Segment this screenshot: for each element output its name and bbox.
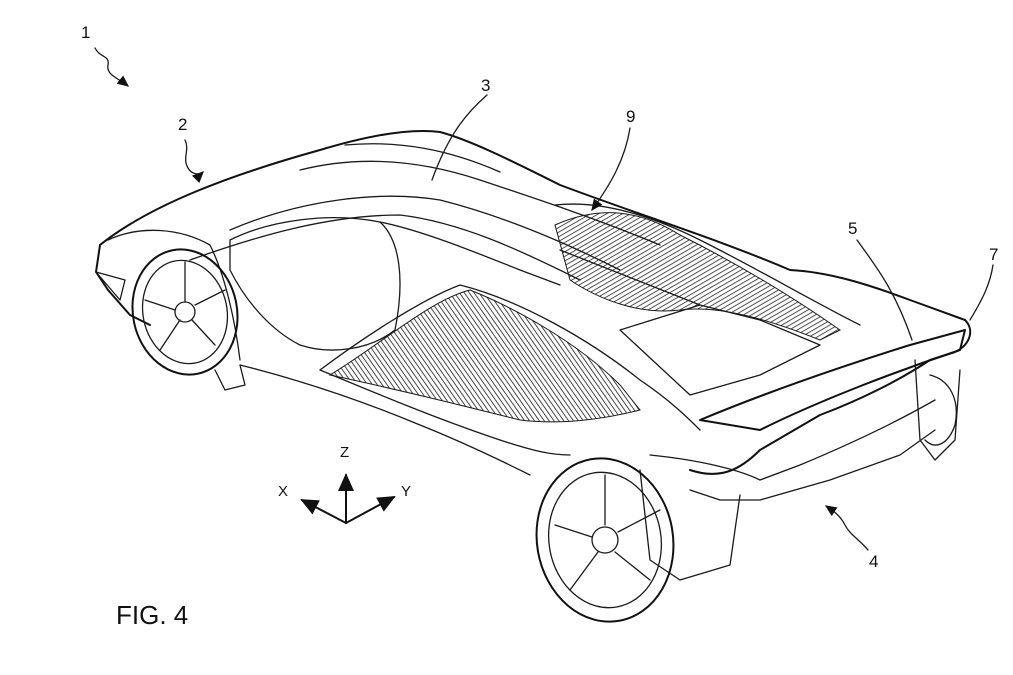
rear-wheel (535, 457, 675, 623)
ref-numeral-7: 7 (989, 245, 999, 264)
side-intake-hatch (328, 289, 641, 423)
leader-3 (431, 94, 488, 181)
front-strake (214, 364, 246, 391)
rear-diffuser (689, 429, 936, 501)
y-axis (345, 496, 396, 524)
canopy-frame (379, 221, 561, 286)
leader-4 (824, 505, 869, 551)
axis-label-z: Z (340, 444, 350, 461)
leader-7 (969, 264, 994, 321)
leader-2 (184, 139, 204, 184)
ref-numeral-5: 5 (848, 219, 858, 238)
ref-numeral-1: 1 (81, 23, 91, 42)
rear-wing (699, 329, 966, 431)
sidepod-lower (319, 369, 571, 456)
body-roof-line-2 (344, 143, 501, 173)
front-wheel (131, 248, 239, 376)
body-front-nose (95, 244, 151, 326)
leader-lines (94, 47, 994, 551)
ref-numeral-3: 3 (481, 76, 491, 95)
leader-5 (856, 239, 913, 341)
rear-fin-left (639, 469, 741, 581)
front-fender (107, 229, 241, 361)
rear-right-wheel (924, 374, 957, 446)
body-upper-silhouette (99, 129, 972, 475)
figure-label: FIG. 4 (116, 600, 189, 630)
axis-label-y: Y (401, 483, 412, 500)
ref-numeral-9: 9 (626, 107, 636, 126)
x-axis (300, 499, 347, 524)
leader-9 (591, 127, 631, 212)
body-side-line-1 (189, 214, 581, 281)
intake-hatching (328, 212, 841, 423)
rear-wing-lower (649, 399, 936, 481)
rear-intake-hatch (554, 212, 841, 341)
ref-numeral-2: 2 (178, 115, 188, 134)
axis-label-x: X (278, 483, 289, 500)
leader-1 (94, 47, 130, 87)
axis-triad (300, 473, 396, 524)
front-splitter (95, 271, 126, 301)
ref-numeral-4: 4 (869, 552, 879, 571)
canopy-outline (229, 217, 401, 351)
body-lower-sill (239, 364, 531, 476)
sidepod-outline (319, 284, 701, 431)
